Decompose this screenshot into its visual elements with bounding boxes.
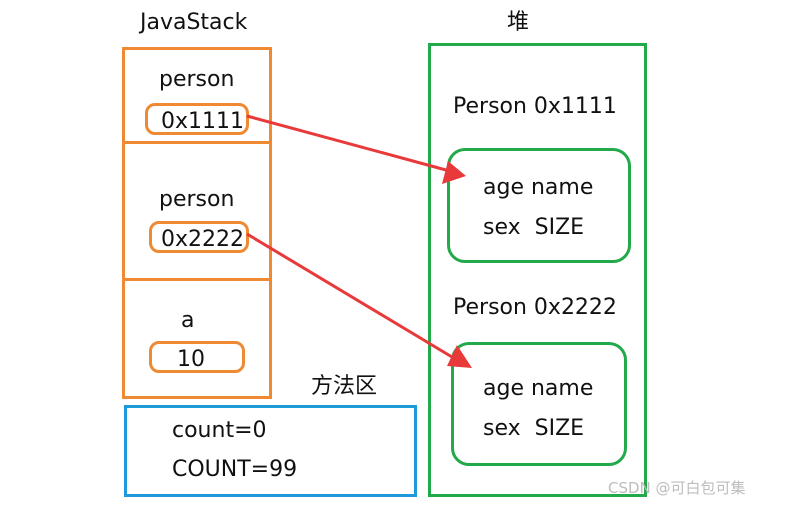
stack-var-name: person (159, 187, 235, 212)
arrow-head-1 (442, 161, 466, 184)
method-area-box: count=0 COUNT=99 (124, 405, 417, 497)
heap-area: Person 0x1111 age name sex SIZE Person 0… (428, 43, 647, 497)
heap-title: 堆 (507, 10, 530, 35)
reference-value: 0x2222 (161, 227, 245, 252)
heap-object-label: Person 0x1111 (453, 94, 617, 119)
static-field: count=0 (172, 418, 267, 443)
reference-pill: 0x1111 (145, 103, 249, 135)
stack-var-name: person (159, 67, 235, 92)
reference-value: 0x1111 (161, 109, 245, 134)
object-fields: age name (483, 376, 594, 401)
reference-arrow-2 (246, 232, 453, 359)
arrow-head-2 (447, 345, 472, 368)
reference-arrow-1 (246, 114, 447, 172)
object-fields: age name (483, 175, 594, 200)
value-pill: 10 (149, 341, 245, 373)
stack-var-name: a (181, 308, 195, 333)
heap-object-2: age name sex SIZE (451, 342, 627, 466)
stack-cell-a: a 10 (122, 278, 272, 399)
constant-field: COUNT=99 (172, 457, 298, 482)
heap-object-label: Person 0x2222 (453, 295, 617, 320)
method-area-title: 方法区 (311, 374, 378, 399)
heap-object-1: age name sex SIZE (447, 148, 631, 263)
stack-title: JavaStack (140, 10, 248, 35)
object-fields: sex SIZE (483, 416, 585, 441)
object-fields: sex SIZE (483, 215, 585, 240)
watermark-text: CSDN @可白包可集 (608, 479, 746, 497)
reference-pill: 0x2222 (149, 221, 249, 253)
primitive-value: 10 (177, 347, 205, 372)
